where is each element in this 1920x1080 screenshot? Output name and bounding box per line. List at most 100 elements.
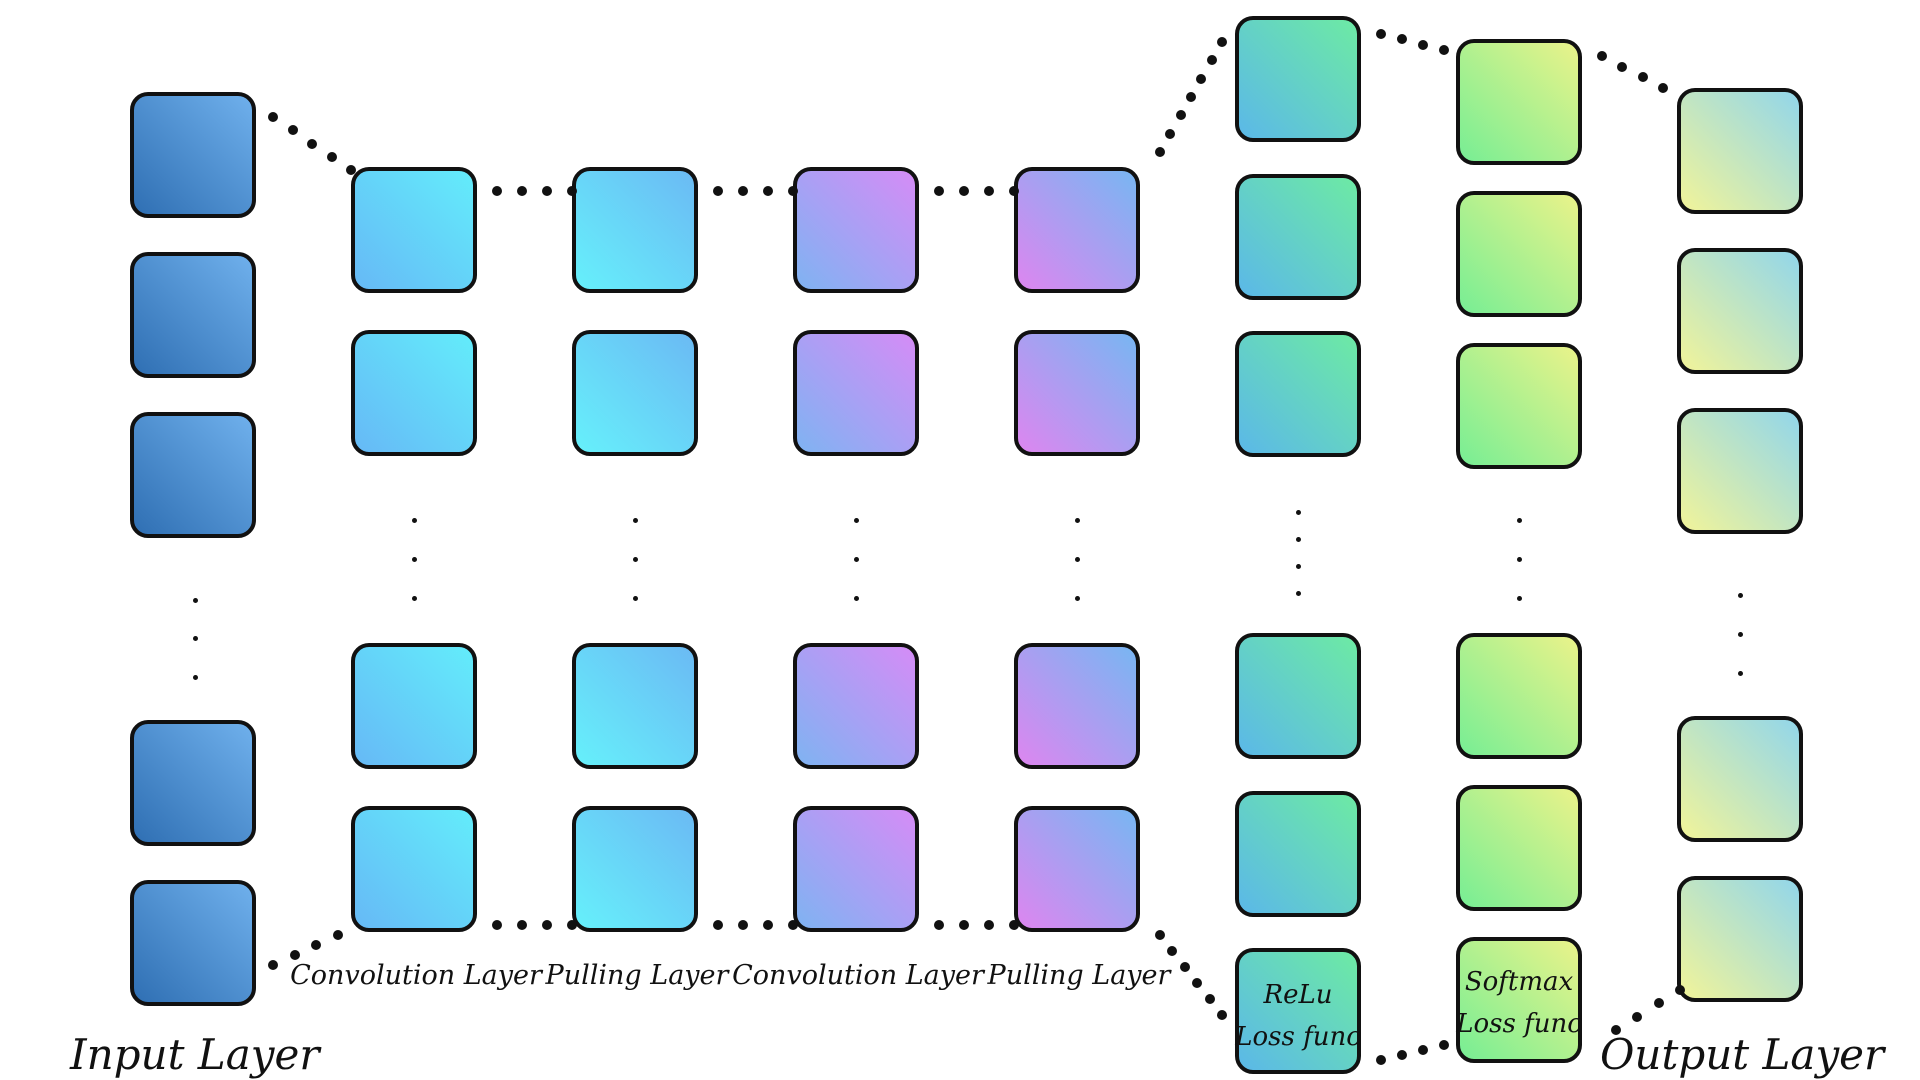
- relu-node: [1235, 331, 1361, 457]
- ellipsis-dot: [1295, 563, 1301, 569]
- ellipsis-dot: [632, 517, 638, 523]
- ellipsis-dot: [192, 597, 198, 603]
- connector-dot: [934, 920, 944, 930]
- connector-dot: [517, 186, 527, 196]
- conv1-caption: Convolution Layer: [290, 960, 542, 991]
- input-node: [130, 252, 256, 378]
- connector-dot: [268, 112, 278, 122]
- connector-dot: [287, 125, 298, 136]
- connector-dot: [1637, 72, 1648, 83]
- connector-dot: [788, 186, 798, 196]
- connector-dot: [788, 920, 798, 930]
- conv2-node: [793, 643, 919, 769]
- softmax-node: [1456, 633, 1582, 759]
- connector-dot: [492, 920, 502, 930]
- connector-dot: [1611, 1025, 1621, 1035]
- connector-dot: [1179, 962, 1190, 972]
- connector-dot: [713, 920, 723, 930]
- softmax-node: [1456, 191, 1582, 317]
- ellipsis-dot: [1295, 590, 1301, 596]
- softmax-loss-node: Softmax Loss func: [1456, 937, 1582, 1063]
- connector-dot: [268, 960, 278, 970]
- connector-dot: [1376, 1055, 1386, 1065]
- relu-label-line2: Loss func: [1235, 1022, 1361, 1052]
- ellipsis-dot: [853, 595, 859, 601]
- conv2-caption: Convolution Layer: [732, 960, 984, 991]
- pool2-node: [1014, 330, 1140, 456]
- connector-dot: [959, 920, 969, 930]
- pool1-node: [572, 643, 698, 769]
- ellipsis-dot: [1295, 509, 1301, 515]
- connector-dot: [333, 930, 343, 940]
- connector-dot: [934, 186, 944, 196]
- ellipsis-dot: [1516, 595, 1522, 601]
- pool2-node: [1014, 167, 1140, 293]
- softmax-loss-label: Softmax Loss func: [1456, 961, 1582, 1045]
- ellipsis-dot: [1516, 517, 1522, 523]
- relu-node: [1235, 633, 1361, 759]
- connector-dot: [1597, 51, 1607, 61]
- ellipsis-dot: [853, 517, 859, 523]
- ellipsis-dot: [1516, 556, 1522, 562]
- ellipsis-dot: [1074, 595, 1080, 601]
- connector-dot: [289, 950, 300, 960]
- connector-dot: [1439, 1040, 1449, 1050]
- ellipsis-dot: [632, 556, 638, 562]
- connector-dot: [1418, 39, 1428, 50]
- ellipsis-dot: [192, 636, 198, 641]
- connector-dot: [1376, 29, 1386, 39]
- pool2-node: [1014, 643, 1140, 769]
- connector-dot: [1196, 73, 1207, 84]
- ellipsis-dot: [1074, 556, 1080, 562]
- ellipsis-dot: [632, 595, 638, 601]
- output-node: [1677, 716, 1803, 842]
- conv2-node: [793, 167, 919, 293]
- input-node: [130, 880, 256, 1006]
- connector-dot: [1186, 92, 1196, 102]
- softmax-node: [1456, 785, 1582, 911]
- conv1-node: [351, 330, 477, 456]
- output-node: [1677, 248, 1803, 374]
- connector-dot: [567, 186, 577, 196]
- pool1-node: [572, 167, 698, 293]
- connector-dot: [1397, 1050, 1407, 1060]
- input-layer-label: Input Layer: [70, 1030, 320, 1079]
- connector-dot: [1617, 61, 1628, 72]
- connector-dot: [1175, 110, 1186, 121]
- ellipsis-dot: [411, 556, 417, 562]
- softmax-label-line1: Softmax: [1464, 967, 1574, 997]
- connector-dot: [763, 920, 773, 930]
- conv1-node: [351, 806, 477, 932]
- softmax-node: [1456, 39, 1582, 165]
- connector-dot: [1155, 930, 1165, 940]
- relu-node: [1235, 16, 1361, 142]
- conv2-node: [793, 330, 919, 456]
- connector-dot: [1217, 37, 1227, 47]
- relu-loss-node: ReLu Loss func: [1235, 948, 1361, 1074]
- relu-node: [1235, 174, 1361, 300]
- connector-dot: [311, 940, 322, 950]
- connector-dot: [959, 186, 969, 196]
- ellipsis-dot: [853, 556, 859, 562]
- connector-dot: [542, 186, 552, 196]
- connector-dot: [307, 138, 317, 149]
- connector-dot: [1632, 1011, 1643, 1022]
- ellipsis-dot: [192, 674, 198, 680]
- connector-dot: [1192, 978, 1203, 988]
- pool2-node: [1014, 806, 1140, 932]
- relu-label-line1: ReLu: [1263, 980, 1333, 1010]
- connector-dot: [1167, 946, 1178, 956]
- connector-dot: [1397, 34, 1407, 45]
- input-node: [130, 412, 256, 538]
- connector-dot: [346, 165, 356, 175]
- input-node: [130, 92, 256, 218]
- ellipsis-dot: [1737, 631, 1743, 637]
- connector-dot: [1217, 1010, 1227, 1020]
- connector-dot: [326, 151, 337, 162]
- connector-dot: [763, 186, 773, 196]
- relu-node: [1235, 791, 1361, 917]
- relu-loss-label: ReLu Loss func: [1235, 974, 1361, 1058]
- output-layer-label: Output Layer: [1600, 1030, 1885, 1079]
- ellipsis-dot: [411, 595, 417, 601]
